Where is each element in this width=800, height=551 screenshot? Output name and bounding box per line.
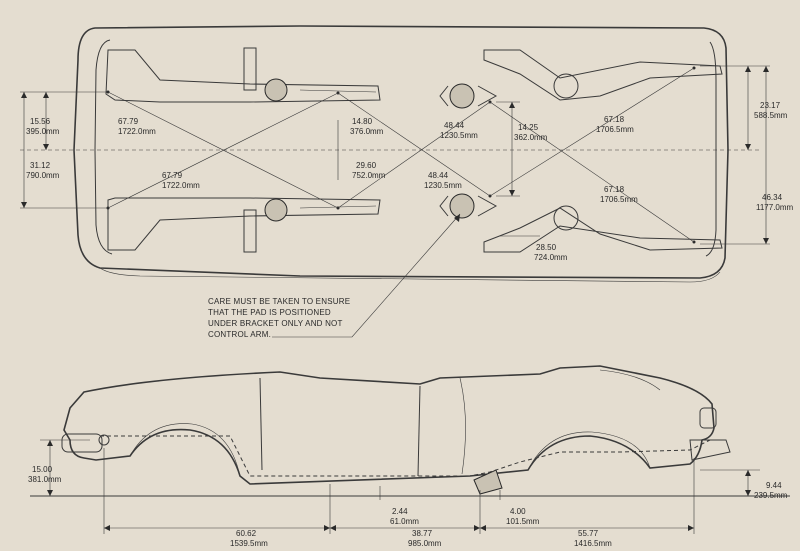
front-height-in: 15.00 xyxy=(32,465,53,474)
rear-bracket-in: 28.50 xyxy=(536,243,557,252)
note-line-4: CONTROL ARM. xyxy=(208,330,271,339)
note-line-1: CARE MUST BE TAKEN TO ENSURE xyxy=(208,297,350,306)
bracket-spacing-mm: 362.0mm xyxy=(514,133,548,142)
center-lower-mm: 1230.5mm xyxy=(424,181,462,190)
mid-span-mm: 985.0mm xyxy=(408,539,442,548)
rear-span-mm: 1416.5mm xyxy=(574,539,612,548)
rear-lift-pad xyxy=(473,469,503,495)
side-labels: 15.00 381.0mm 60.62 1539.5mm 2.44 61.0mm… xyxy=(28,465,788,548)
caution-note: CARE MUST BE TAKEN TO ENSURE THAT THE PA… xyxy=(208,213,461,339)
rear-bumper xyxy=(689,439,731,461)
bracket-spacing-in: 14.25 xyxy=(518,123,539,132)
front-to-mid-mm: 1539.5mm xyxy=(230,539,268,548)
rear-bracket-mm: 724.0mm xyxy=(534,253,568,262)
rear-lower-in: 67.18 xyxy=(604,185,625,194)
plan-labels: 67.79 1722.0mm 67.79 1722.0mm 14.80 376.… xyxy=(26,101,794,262)
left-dimension-lines xyxy=(20,91,108,209)
plan-view: 67.79 1722.0mm 67.79 1722.0mm 14.80 376.… xyxy=(20,25,794,283)
front-rail-lower xyxy=(106,197,381,253)
front-to-mid-in: 60.62 xyxy=(236,529,257,538)
rear-arm-lower xyxy=(483,205,723,253)
front-offset-in: 15.56 xyxy=(30,117,51,126)
note-line-2: THAT THE PAD IS POSITIONED xyxy=(208,308,331,317)
front-left-diag-mm: 1722.0mm xyxy=(118,127,156,136)
center-pad-upper xyxy=(439,83,498,109)
rear-arm-upper xyxy=(483,49,723,101)
right-dimension-lines xyxy=(496,65,770,245)
rear-upper-mm: 1706.5mm xyxy=(596,125,634,134)
front-left-diag-in: 67.79 xyxy=(118,117,139,126)
center-upper-mm: 1230.5mm xyxy=(440,131,478,140)
rear-offset-in: 23.17 xyxy=(760,101,781,110)
center-upper-in: 48.44 xyxy=(444,121,465,130)
rear-span-in: 55.77 xyxy=(578,529,599,538)
plan-inner-outline xyxy=(94,39,113,255)
mid-diag-in: 29.60 xyxy=(356,161,377,170)
front-rail-upper xyxy=(105,47,381,103)
rear-height-in: 9.44 xyxy=(766,481,782,490)
center-pad-lower xyxy=(439,193,498,219)
rear-upper-spring xyxy=(553,73,579,99)
note-leader-line xyxy=(272,213,461,338)
rear-width-mm: 1177.0mm xyxy=(756,203,794,212)
side-body-outline xyxy=(63,365,715,485)
front-right-diag-in: 67.79 xyxy=(162,171,183,180)
front-inner-mm: 376.0mm xyxy=(350,127,384,136)
rear-width-in: 46.34 xyxy=(762,193,783,202)
side-view: 15.00 381.0mm 60.62 1539.5mm 2.44 61.0mm… xyxy=(28,365,790,548)
center-lower-in: 48.44 xyxy=(428,171,449,180)
front-bumper xyxy=(61,433,103,453)
note-line-3: UNDER BRACKET ONLY AND NOT xyxy=(208,319,343,328)
rear-height-mm: 239.5mm xyxy=(754,491,788,500)
front-upper-pad xyxy=(264,78,288,102)
rear-upper-in: 67.18 xyxy=(604,115,625,124)
front-right-diag-mm: 1722.0mm xyxy=(162,181,200,190)
rear-lower-spring xyxy=(553,205,579,231)
diagonal-measures xyxy=(107,67,695,243)
rear-lower-mm: 1706.5mm xyxy=(600,195,638,204)
front-height-mm: 381.0mm xyxy=(28,475,62,484)
small-step-mm: 61.0mm xyxy=(390,517,419,526)
front-width-mm: 790.0mm xyxy=(26,171,60,180)
front-inner-in: 14.80 xyxy=(352,117,373,126)
rear-offset-mm: 588.5mm xyxy=(754,111,788,120)
rear-step-mm: 101.5mm xyxy=(506,517,540,526)
underbody-frame xyxy=(100,435,711,477)
mid-diag-mm: 752.0mm xyxy=(352,171,386,180)
mid-span-in: 38.77 xyxy=(412,529,433,538)
front-lower-pad xyxy=(264,198,288,222)
tail-light xyxy=(699,407,717,429)
front-offset-mm: 395.0mm xyxy=(26,127,60,136)
plan-body-outline xyxy=(73,25,729,279)
front-width-in: 31.12 xyxy=(30,161,51,170)
rear-step-in: 4.00 xyxy=(510,507,526,516)
small-step-in: 2.44 xyxy=(392,507,408,516)
